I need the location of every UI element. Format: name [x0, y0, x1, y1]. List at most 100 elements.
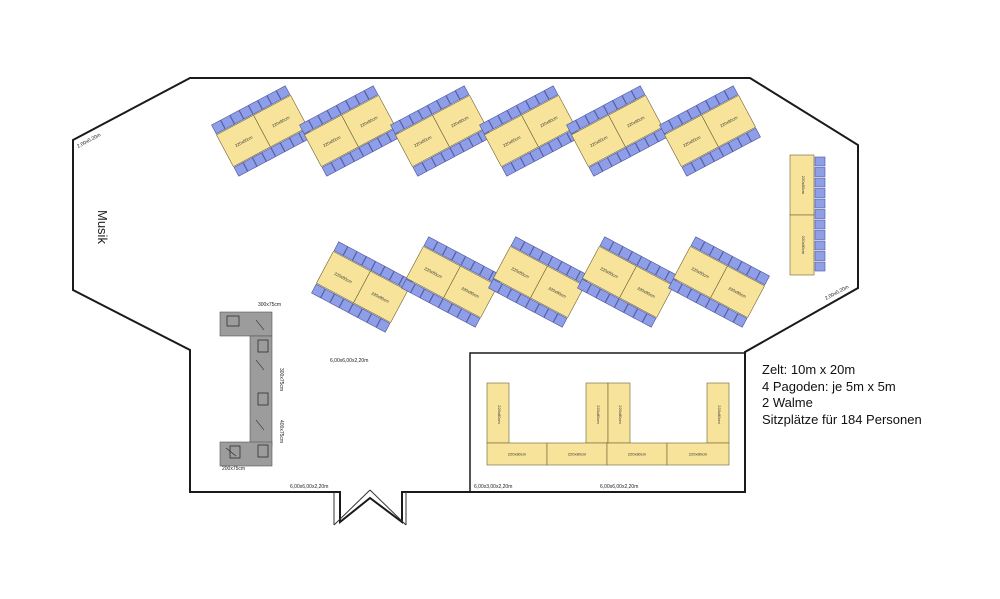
chair: [597, 157, 613, 172]
table: [253, 94, 308, 148]
chair: [440, 147, 455, 162]
table: [789, 214, 815, 276]
chair: [497, 283, 512, 299]
chair: [466, 313, 481, 328]
chair: [677, 110, 692, 125]
table-size-label: 220x80cm: [618, 405, 623, 424]
chair: [566, 119, 581, 135]
chair: [342, 246, 358, 261]
chair: [814, 156, 826, 167]
chair: [261, 147, 276, 162]
chair: [714, 303, 729, 318]
chair: [455, 85, 470, 100]
counter-top: [219, 311, 273, 337]
chair: [345, 95, 360, 110]
chair: [614, 298, 629, 313]
counter-detail: [225, 447, 237, 457]
info-seats: Sitzplätze für 184 Personen: [762, 411, 922, 427]
chair: [370, 261, 386, 276]
chair: [737, 261, 752, 276]
table-size-label: 220x80cm: [628, 452, 647, 457]
chair: [340, 152, 355, 167]
chair: [577, 278, 592, 294]
table-size-label: 220x80cm: [801, 176, 806, 195]
chair: [557, 132, 572, 148]
pagoda-area: [469, 352, 746, 493]
chair: [364, 85, 379, 100]
chair: [419, 288, 434, 303]
chair: [529, 246, 544, 261]
chair: [718, 251, 733, 266]
chair: [376, 318, 391, 333]
chair: [357, 308, 372, 323]
chair: [408, 110, 423, 125]
chair: [625, 142, 641, 157]
chair: [690, 236, 705, 251]
chair: [321, 162, 336, 177]
chair: [417, 105, 433, 120]
chair: [525, 95, 540, 110]
table: [789, 154, 815, 216]
chair: [534, 303, 549, 318]
table-size-label: 220x80cm: [568, 452, 587, 457]
chair: [401, 278, 416, 294]
chair: [814, 219, 826, 230]
dim-hall-width: 6,00x6,00x2,20m: [330, 358, 368, 364]
chair: [229, 110, 244, 125]
chair: [330, 157, 346, 172]
chair: [459, 137, 474, 152]
music-label: Musik: [95, 210, 110, 244]
info-walme: 2 Walme: [762, 395, 813, 410]
chair: [714, 90, 730, 105]
chair: [644, 132, 659, 148]
chair: [488, 114, 503, 130]
chair: [668, 278, 683, 294]
info-pagodas: 4 Pagoden: je 5m x 5m: [762, 378, 896, 394]
table: [710, 265, 765, 319]
chair: [488, 278, 503, 294]
table: [443, 265, 498, 319]
chair: [366, 313, 382, 328]
chair: [686, 288, 701, 303]
chair: [349, 147, 364, 162]
chair: [361, 256, 376, 271]
chair: [547, 256, 563, 271]
chair: [468, 132, 483, 148]
chair: [266, 90, 282, 105]
chair: [317, 110, 332, 125]
counter-detail: [255, 359, 265, 371]
chair: [705, 298, 720, 313]
chair: [607, 152, 622, 167]
dim-buffet-side-1: 300x75cm: [278, 368, 284, 391]
chair: [280, 137, 295, 152]
chair: [447, 303, 462, 318]
chair: [308, 114, 323, 130]
chair: [510, 157, 526, 172]
chair: [399, 114, 414, 130]
chair: [814, 240, 826, 251]
chair: [642, 313, 657, 328]
chair: [423, 236, 438, 251]
chair: [733, 313, 748, 328]
chair: [566, 265, 581, 281]
chair: [728, 137, 743, 152]
chair: [432, 241, 448, 256]
chair: [814, 188, 826, 198]
chair: [659, 119, 674, 135]
counter-fixture: [226, 315, 240, 327]
chair: [586, 283, 601, 299]
chair: [479, 119, 494, 135]
chair: [593, 105, 609, 120]
chair: [516, 100, 531, 115]
chair: [233, 162, 248, 177]
chair: [543, 308, 559, 323]
chair: [390, 119, 405, 135]
